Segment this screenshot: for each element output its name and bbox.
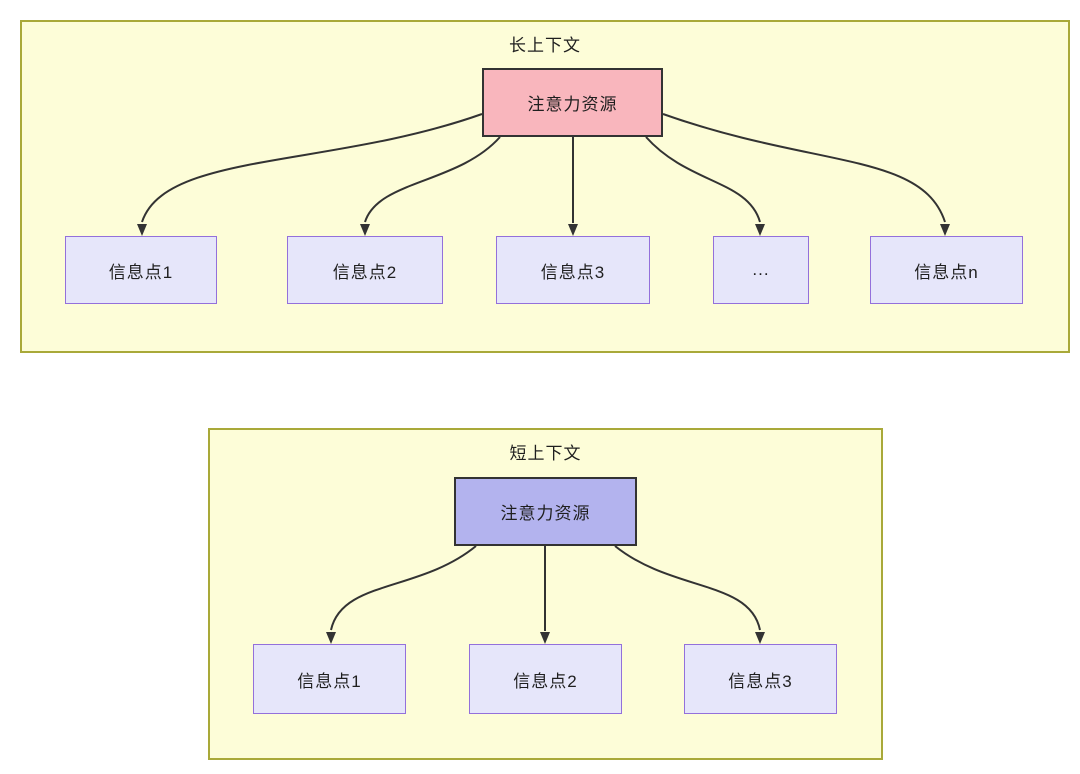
info-node-short-3: 信息点3 [684,644,837,714]
attention-resource-node-short: 注意力资源 [454,477,637,546]
info-node-long-2: 信息点2 [287,236,443,304]
info-node-long-3: 信息点3 [496,236,650,304]
info-node-long-1: 信息点1 [65,236,217,304]
long-context-title: 长上下文 [509,36,581,55]
info-node-long-ellipsis: ... [713,236,809,304]
info-node-long-n: 信息点n [870,236,1023,304]
info-node-short-1: 信息点1 [253,644,406,714]
info-node-short-2: 信息点2 [469,644,622,714]
short-context-title: 短上下文 [509,444,582,463]
attention-resource-node-long: 注意力资源 [482,68,663,137]
